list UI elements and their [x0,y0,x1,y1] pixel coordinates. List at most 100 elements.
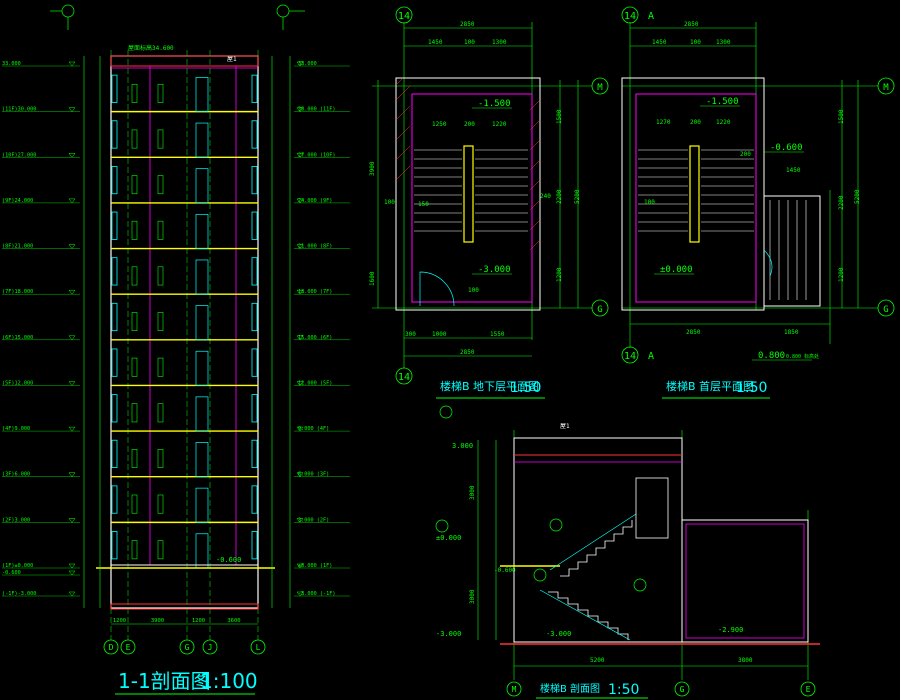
plan2-level-4: 0.800 [758,351,785,361]
window-right-4 [251,348,258,377]
hatch-1 [395,77,404,86]
plan1-right-dim-1: 1500 [556,109,563,124]
window-right-6 [251,257,258,286]
right-level-label-2: 27.000 (10F) [298,152,335,158]
room-partitions [111,66,258,565]
window-left-9 [111,120,118,149]
bottom-dim-1: 3900 [151,618,164,624]
left-level-marker-4 [68,244,76,249]
left-level-label-1: (11F)30.000 [2,107,36,113]
plan2-stair-treads [638,149,754,232]
plan2-inner-dim-1: 1270 [656,119,671,126]
stair-left-dim-2: 3000 [469,589,476,604]
plan2-scale: 1:50 [736,380,767,396]
left-level-marker-5 [68,289,76,295]
stair-shaft-outline [513,437,683,643]
stair-section: 3.000 ±0.000 -0.600 -3.000 -3.000 -2.900… [435,405,820,699]
window-right-5 [251,302,258,332]
window-left-3 [111,394,118,423]
hatch-7 [529,99,541,111]
axis-bubble-d [103,639,119,655]
hatch-9 [529,139,541,151]
plan2-right-total: 5200 [854,189,861,204]
door-3 [195,396,209,432]
stair-level-m300-inner: -3.000 [546,630,571,638]
hatch-12 [529,199,541,211]
axis-label-a-top: A [648,11,654,22]
inner-opening-a-10 [131,83,138,103]
right-level-marker-12 [296,591,304,597]
stair-roof-tag: 屋1 [560,423,570,430]
plan1-top-dim-2: 100 [464,39,475,46]
detail-callout-left [50,4,75,30]
plan2-top-total: 2850 [684,21,699,28]
axis-label-e: E [126,643,131,652]
left-level-label-7: (5F)12.000 [2,380,33,386]
inner-opening-a-2 [131,449,138,468]
hatch-11 [529,179,541,191]
left-level-label-3: (9F)24.000 [2,198,33,204]
basement-wall [110,564,259,609]
section-1-1: 33.000(11F)30.000(10F)27.000(9F)24.000(8… [2,4,350,695]
window-left-2 [111,439,118,468]
bottom-dim-3: 3600 [227,618,240,624]
stair-axis-label-g: G [680,685,685,694]
plan2-dim-lines [622,22,878,348]
stair-annex-inner [685,523,805,639]
plan1-right-dim-2: 2200 [556,189,563,204]
axis-label-14-bottom: 14 [398,372,410,383]
door-7 [195,213,209,249]
roof-tag: 屋1 [227,56,237,63]
inner-opening-b-0 [157,540,164,560]
plan2-outer-wall [621,77,765,311]
right-level-marker-0 [296,61,304,67]
plan2-stair-well [689,145,700,243]
inner-opening-a-8 [131,175,138,195]
right-level-label-1: 30.000 (11F) [298,107,335,113]
door-0 [195,533,209,569]
plan2-inner-dim-2: 200 [690,119,701,126]
window-left-8 [111,165,118,195]
stair-section-walls [500,437,820,645]
door-2 [195,442,209,478]
axis-label-14-top: 14 [398,11,410,22]
hatch-8 [529,119,541,131]
right-level-marker-11 [296,563,304,569]
roof-level-label: 屋面标高34.600 [128,44,174,52]
inner-opening-a-6 [131,266,138,286]
door-10 [195,77,209,112]
stair-flight-lower [548,591,629,640]
door-4 [195,350,209,386]
axis-label-14-top-2: 14 [624,11,636,22]
right-level-label-8: 9.000 (4F) [298,426,329,432]
plan2-right-dim-1: 1500 [838,109,845,124]
inner-opening-b-9 [157,129,164,149]
inner-opening-a-3 [131,403,138,423]
left-level-label-12: -0.600 [2,570,21,576]
stair-axis-label-e: E [806,685,811,694]
plan2-walls [621,77,821,311]
window-right-10 [251,74,258,103]
plan2-level-1: -1.500 [706,97,739,107]
plan1-top-dim-3: 1300 [492,39,507,46]
plan1-title: 楼梯B 地下层平面图 [440,379,539,393]
inner-opening-a-4 [131,357,138,377]
stair-level-0: ±0.000 [436,534,461,542]
left-level-marker-8 [68,426,76,432]
plan2-level-3: ±0.000 [660,265,693,275]
door-8 [195,168,209,204]
inner-opening-b-1 [157,494,164,514]
detail-callout-right [276,4,305,30]
left-level-marker-12 [68,570,76,576]
plan1-inner-dim-5: 100 [384,199,395,206]
roof-parapet [110,55,259,67]
plan2-door-leaf [763,249,773,277]
plan1-right-dim-3: 1200 [556,267,563,282]
plan2-right-dim-3: 1200 [838,267,845,282]
stair-level-m290: -2.900 [718,626,743,634]
window-right-2 [251,439,258,468]
right-level-label-4: 21.000 (8F) [298,244,332,250]
stair-annex-outline [681,519,809,643]
left-level-marker-0 [68,61,76,67]
left-level-label-4: (8F)21.000 [2,244,33,250]
